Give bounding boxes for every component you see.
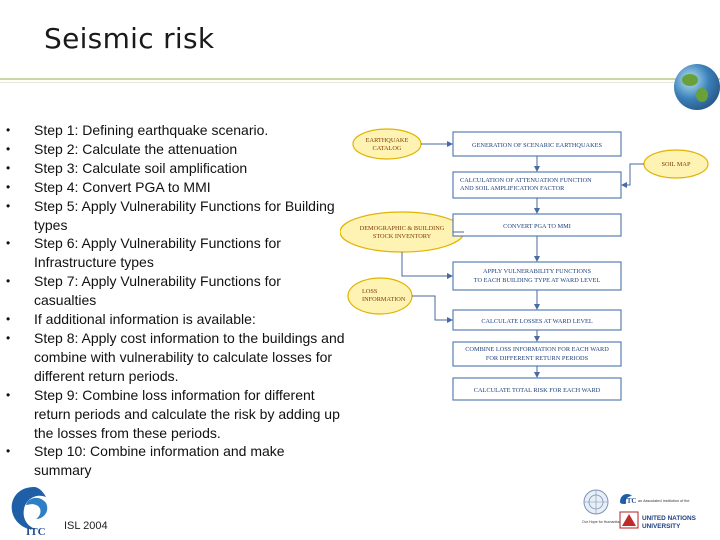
svg-text:CONVERT PGA TO MMI: CONVERT PGA TO MMI [503,223,571,230]
bullet-icon: • [6,330,11,345]
bullet-icon: • [6,274,11,289]
svg-text:AND SOIL AMPLIFICATION FACTOR: AND SOIL AMPLIFICATION FACTOR [460,185,565,192]
svg-text:STOCK INVENTORY: STOCK INVENTORY [373,233,432,240]
svg-text:GENERATION OF SCENARIC EARTHQU: GENERATION OF SCENARIC EARTHQUAKES [472,142,602,149]
flow-box-total-risk: CALCULATE TOTAL RISK FOR EACH WARD [452,377,622,401]
svg-text:TO EACH BUILDING TYPE AT WARD: TO EACH BUILDING TYPE AT WARD LEVEL [474,277,601,284]
svg-text:APPLY VULNERABILITY FUNCTIONS: APPLY VULNERABILITY FUNCTIONS [483,268,591,275]
svg-text:an Associated Institution of t: an Associated Institution of the [638,499,690,503]
demographic-inventory-oval: DEMOGRAPHIC & BUILDING STOCK INVENTORY [340,211,465,253]
svg-text:CALCULATE LOSSES AT WARD LEVEL: CALCULATE LOSSES AT WARD LEVEL [481,318,593,325]
soil-map-oval: SOIL MAP [643,149,709,179]
list-item: •Step 1: Defining earthquake scenario. [6,122,269,138]
svg-text:ITC: ITC [624,497,636,505]
list-item: •Step 2: Calculate the attenuation [6,140,238,157]
svg-text:CALCULATE TOTAL RISK FOR EACH: CALCULATE TOTAL RISK FOR EACH WARD [474,387,601,394]
footer-text: ISL 2004 [64,520,108,532]
svg-text:CALCULATION OF ATTENUATION FUN: CALCULATION OF ATTENUATION FUNCTION [460,177,592,184]
globe-icon [674,64,720,110]
svg-text:LOSS: LOSS [362,288,378,295]
svg-text:UNIVERSITY: UNIVERSITY [642,523,681,530]
list-item: •Step 3: Calculate soil amplification [6,159,248,176]
list-item: •Step 7: Apply Vulnerability Functions f… [6,273,281,309]
list-item: •Step 8: Apply cost information to the b… [6,329,345,384]
bullet-icon: • [6,444,11,459]
list-item: •Step 4: Convert PGA to MMI [6,178,211,195]
title-divider-thin [0,82,720,83]
svg-text:INFORMATION: INFORMATION [362,296,406,303]
bullet-icon: • [6,141,11,156]
svg-text:DEMOGRAPHIC & BUILDING: DEMOGRAPHIC & BUILDING [360,225,445,232]
bullet-icon: • [6,236,11,251]
list-item: •Step 10: Combine information and make s… [6,443,285,479]
list-item: •Step 5: Apply Vulnerability Functions f… [6,197,335,233]
list-item: •If additional information is available: [6,311,256,328]
svg-text:COMBINE LOSS INFORMATION FOR E: COMBINE LOSS INFORMATION FOR EACH WARD [465,346,609,353]
slide-title: Seismic risk [44,22,215,55]
svg-text:UNITED NATIONS: UNITED NATIONS [642,515,697,522]
earthquake-catalog-oval: EARTHQUAKE CATALOG [352,128,422,160]
svg-text:Our Hope for Humanitarian: Our Hope for Humanitarian [582,520,625,524]
loss-information-oval: LOSS INFORMATION [347,277,413,315]
svg-text:SOIL MAP: SOIL MAP [662,161,691,168]
flow-box-vulnerability: APPLY VULNERABILITY FUNCTIONS TO EACH BU… [452,261,622,291]
flow-arrows [401,141,644,378]
flow-box-convert-pga: CONVERT PGA TO MMI [452,213,622,237]
svg-text:CATALOG: CATALOG [373,145,402,152]
bullet-icon: • [6,123,11,137]
flow-box-combine-losses: COMBINE LOSS INFORMATION FOR EACH WARD F… [452,341,622,367]
bullet-icon: • [6,160,11,175]
itc-logo: ITC [11,487,48,537]
svg-text:EARTHQUAKE: EARTHQUAKE [366,137,409,144]
step-list: •Step 1: Defining earthquake scenario. •… [6,121,346,480]
un-emblem-icon [583,489,609,515]
risk-flow-diagram: EARTHQUAKE CATALOG SOIL MAP DEMOGRAPHIC … [340,128,709,401]
flow-box-attenuation: CALCULATION OF ATTENUATION FUNCTION AND … [452,171,622,199]
title-divider [0,78,720,80]
unu-logo: UNITED NATIONS UNIVERSITY [619,511,697,530]
flow-box-calculate-losses: CALCULATE LOSSES AT WARD LEVEL [452,309,622,331]
partner-logos: Our Hope for Humanitarian ITC an Associa… [582,489,697,530]
bullet-icon: • [6,387,11,402]
bullet-icon: • [6,312,11,327]
bullet-icon: • [6,179,11,194]
list-item: •Step 6: Apply Vulnerability Functions f… [6,235,281,271]
bullet-icon: • [6,198,11,213]
flow-box-generation: GENERATION OF SCENARIC EARTHQUAKES [452,131,622,157]
itc-small-logo: ITC an Associated Institution of the [620,494,690,505]
list-item: •Step 9: Combine loss information for di… [6,386,340,441]
svg-text:ITC: ITC [26,526,46,537]
svg-text:FOR DIFFERENT RETURN PERIODS: FOR DIFFERENT RETURN PERIODS [486,355,589,362]
